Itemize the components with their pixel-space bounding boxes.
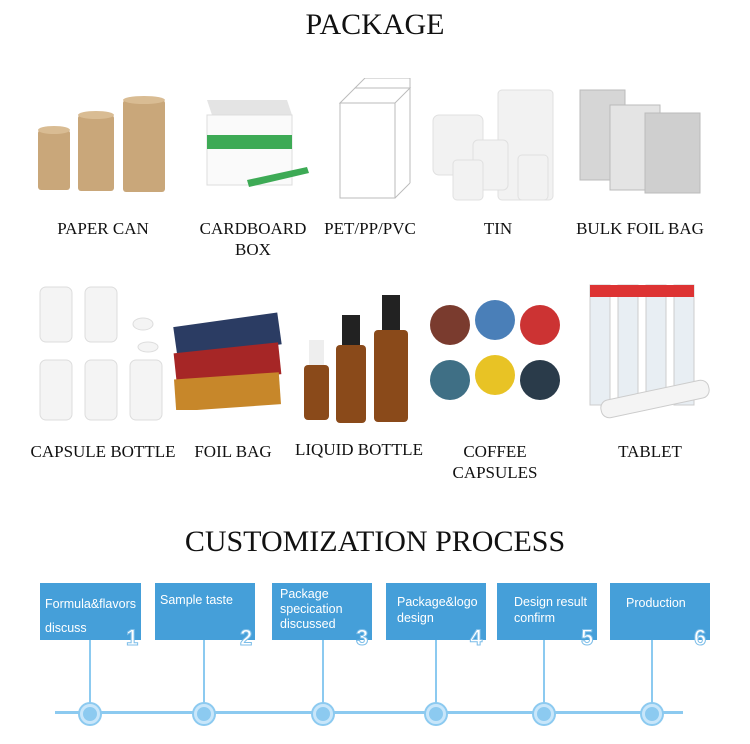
timeline-node [80, 704, 100, 724]
step-box: Design result confirm [497, 583, 597, 640]
liquid-bottle-image [284, 285, 434, 430]
timeline-node [313, 704, 333, 724]
timeline-stem [543, 640, 545, 713]
package-label: PAPER CAN [57, 219, 149, 238]
package-label: TABLET [618, 442, 682, 461]
package-label: PET/PP/PVC [324, 219, 416, 238]
pet-box-image [295, 78, 445, 208]
coffee-capsules-image [420, 300, 570, 415]
package-label: BULK FOIL BAG [576, 219, 704, 238]
step-number: 4 [469, 625, 483, 651]
timeline-stem [203, 640, 205, 713]
package-title: PACKAGE [305, 8, 445, 41]
tin-image [423, 85, 573, 205]
step-box: Package specication discussed [272, 583, 372, 640]
timeline-node [642, 704, 662, 724]
process-title: CUSTOMIZATION PROCESS [184, 525, 566, 558]
foil-bag-image [165, 300, 315, 410]
timeline-node [534, 704, 554, 724]
timeline-node [194, 704, 214, 724]
package-label: COFFEE CAPSULES [452, 442, 538, 482]
package-label: CARDBOARD BOX [199, 219, 307, 259]
step-box: Sample taste [155, 583, 255, 640]
timeline-stem [89, 640, 91, 713]
tablet-image [570, 280, 720, 430]
package-label: LIQUID BOTTLE [295, 440, 423, 459]
step-box: Production [610, 583, 710, 640]
capsule-bottle-image [28, 282, 178, 432]
step-number: 1 [125, 625, 139, 651]
step-number: 3 [355, 625, 369, 651]
timeline-stem [651, 640, 653, 713]
step-number: 2 [239, 625, 253, 651]
package-label: FOIL BAG [194, 442, 272, 461]
package-label: CAPSULE BOTTLE [30, 442, 176, 461]
package-label: TIN [483, 219, 513, 238]
cardboard-box-image [177, 95, 327, 200]
timeline-line [55, 711, 683, 714]
step-number: 5 [580, 625, 594, 651]
timeline-stem [322, 640, 324, 713]
step-box: Package&logo design [386, 583, 486, 640]
bulk-foil-bag-image [565, 85, 715, 195]
timeline-node [426, 704, 446, 724]
step-box: Formula&flavors discuss [40, 583, 141, 640]
step-number: 6 [693, 625, 707, 651]
paper-can-image [28, 85, 178, 205]
timeline-stem [435, 640, 437, 713]
